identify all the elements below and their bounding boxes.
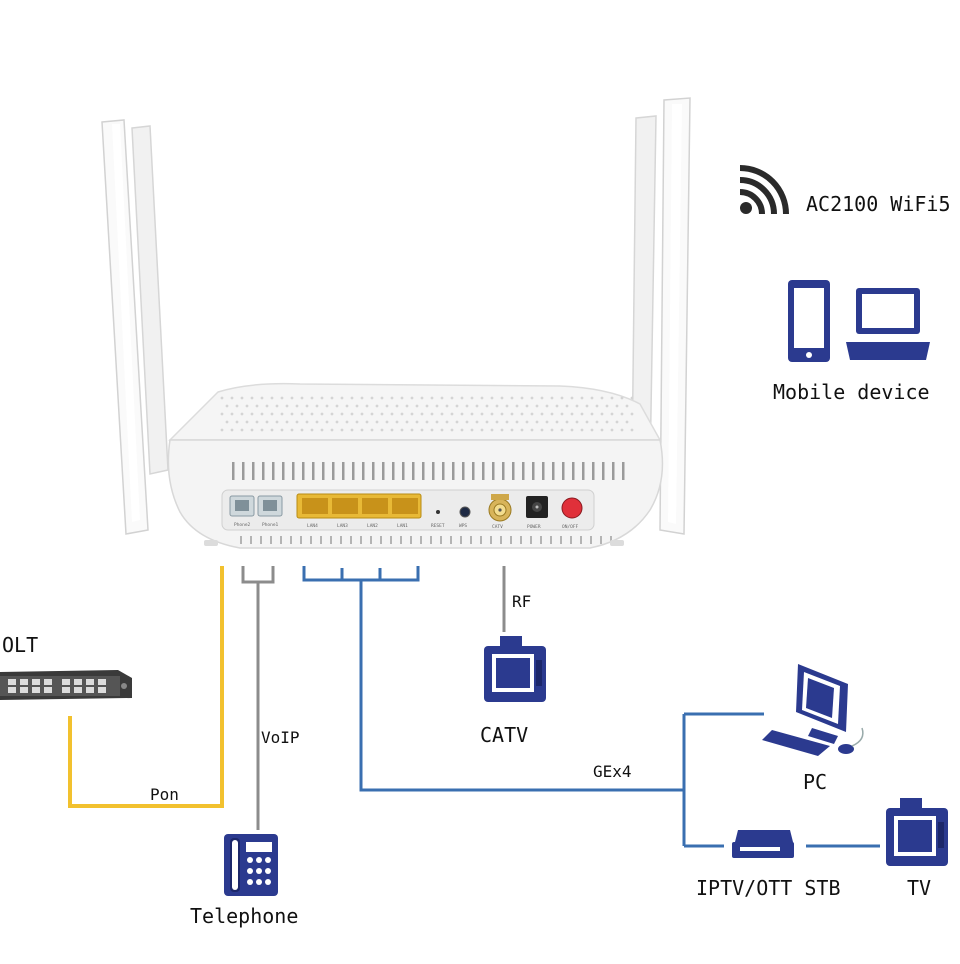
- router-top-cover: [168, 382, 662, 441]
- lan1-port-label: LAN1: [397, 523, 408, 529]
- laptop-icon: [846, 288, 930, 360]
- lan4-port: [302, 498, 328, 514]
- stb-label: IPTV/OTT STB: [696, 876, 841, 900]
- antenna-right-front: [659, 97, 691, 535]
- lan2-port-label: LAN2: [367, 523, 378, 529]
- wifi-label: AC2100 WiFi5: [806, 192, 951, 216]
- olt-device: [0, 670, 132, 700]
- pc-icon: [762, 664, 864, 756]
- router-vent-dots: [220, 396, 634, 432]
- lan-link: [302, 566, 880, 848]
- lan2-port: [362, 498, 388, 514]
- reset-button: [436, 510, 440, 514]
- voip-label: VoIP: [261, 728, 300, 747]
- tv-icon: [886, 798, 948, 866]
- wps-label: WPS: [459, 523, 467, 529]
- mobile-device-label: Mobile device: [773, 380, 930, 404]
- ge-label: GEx4: [593, 762, 632, 781]
- phone2-port: [229, 495, 255, 517]
- catv-connector: [488, 494, 512, 522]
- router-vent-slits-lower: [240, 536, 612, 544]
- catv-label: CATV: [480, 723, 528, 747]
- olt-label: OLT: [2, 633, 38, 657]
- lan1-port: [392, 498, 418, 514]
- smartphone-icon: [788, 280, 830, 362]
- telephone-label: Telephone: [190, 904, 298, 928]
- catv-port-label: CATV: [492, 524, 503, 530]
- onoff-button: [561, 497, 583, 519]
- onoff-label: ON/OFF: [562, 524, 579, 530]
- power-port-label: POWER: [527, 524, 541, 530]
- wifi-icon: [739, 165, 789, 215]
- lan4-port-label: LAN4: [307, 523, 318, 529]
- pon-link: [68, 566, 224, 808]
- phone2-port-label: Phone2: [234, 522, 251, 528]
- telephone-icon: [224, 834, 278, 896]
- router: Phone2 Phone1 LAN4 LAN3 LAN2 LAN1 RESET …: [101, 97, 691, 549]
- antenna-left-front: [101, 119, 149, 535]
- pon-label: Pon: [150, 785, 179, 804]
- olt-ports: [8, 679, 106, 693]
- phone1-port-label: Phone1: [262, 522, 279, 528]
- catv-tv-icon: [484, 636, 546, 702]
- pc-label: PC: [803, 770, 827, 794]
- lan3-port-label: LAN3: [337, 523, 348, 529]
- router-vent-slits: [232, 462, 625, 480]
- wps-button: [459, 506, 471, 518]
- voip-link: [241, 566, 275, 830]
- rf-label: RF: [512, 592, 531, 611]
- tv-label: TV: [907, 876, 931, 900]
- stb-icon: [732, 830, 794, 858]
- lan3-port: [332, 498, 358, 514]
- phone1-port: [257, 495, 283, 517]
- reset-label: RESET: [431, 523, 445, 529]
